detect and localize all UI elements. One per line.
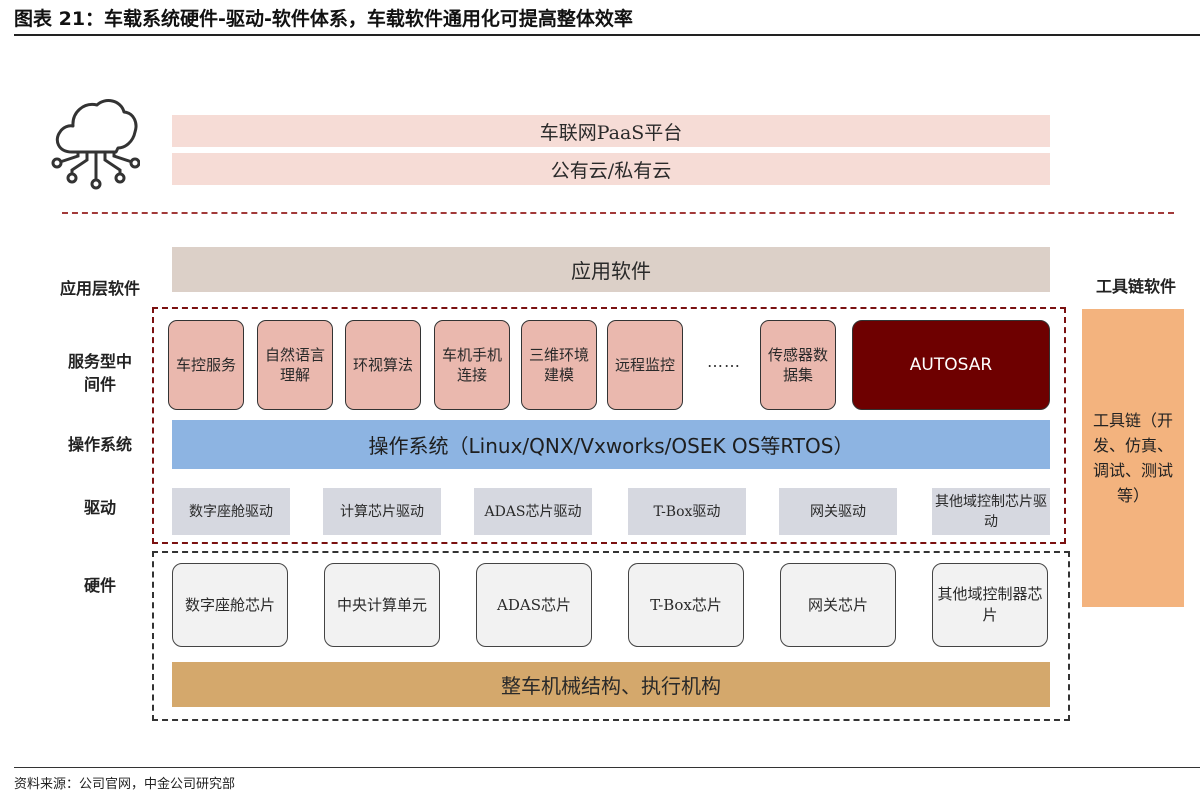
row-label-os: 操作系统	[67, 434, 132, 454]
middleware-phone-connect: 车机手机连接	[434, 320, 510, 410]
driver-compute-chip: 计算芯片驱动	[323, 488, 441, 535]
middleware-remote-monitor: 远程监控	[607, 320, 683, 410]
middleware-surround-view: 环视算法	[345, 320, 421, 410]
operating-system-bar: 操作系统（Linux/QNX/Vxworks/OSEK OS等RTOS）	[172, 420, 1050, 469]
footer-rule	[14, 767, 1200, 768]
row-label-driver: 驱动	[83, 497, 116, 517]
title-rule	[14, 34, 1200, 36]
driver-adas-chip: ADAS芯片驱动	[474, 488, 592, 535]
figure-title: 图表 21：车载系统硬件-驱动-软件体系，车载软件通用化可提高整体效率	[14, 8, 633, 30]
row-label-middleware: 服务型中间件	[67, 352, 132, 394]
driver-other-domain: 其他域控制芯片驱动	[932, 488, 1050, 535]
mechanical-actuator-bar: 整车机械结构、执行机构	[172, 662, 1050, 707]
hw-central-compute-unit: 中央计算单元	[324, 563, 440, 647]
row-label-app: 应用层软件	[59, 278, 140, 298]
hardware-frame	[152, 551, 1070, 721]
middleware-nlu: 自然语言理解	[257, 320, 333, 410]
software-driver-frame	[152, 307, 1066, 544]
hw-digital-cockpit-chip: 数字座舱芯片	[172, 563, 288, 647]
toolchain-header: 工具链软件	[1095, 277, 1176, 296]
autosar-box: AUTOSAR	[852, 320, 1050, 410]
hw-other-domain-chip: 其他域控制器芯片	[932, 563, 1048, 647]
toolchain-box: 工具链（开发、仿真、调试、测试等）	[1082, 309, 1184, 607]
driver-tbox: T-Box驱动	[628, 488, 746, 535]
cloud-vehicle-separator	[62, 212, 1174, 214]
driver-gateway: 网关驱动	[779, 488, 897, 535]
cloud-network-icon	[51, 99, 140, 190]
row-label-hardware: 硬件	[83, 575, 116, 595]
application-software-bar: 应用软件	[172, 247, 1050, 292]
paas-platform-bar: 车联网PaaS平台	[172, 115, 1050, 147]
middleware-3d-modeling: 三维环境建模	[521, 320, 597, 410]
public-private-cloud-bar: 公有云/私有云	[172, 153, 1050, 185]
driver-digital-cockpit: 数字座舱驱动	[172, 488, 290, 535]
hw-gateway-chip: 网关芯片	[780, 563, 896, 647]
middleware-sensor-data: 传感器数据集	[760, 320, 836, 410]
source-note: 资料来源：公司官网，中金公司研究部	[14, 777, 236, 792]
middleware-ellipsis: ……	[707, 351, 741, 371]
hw-tbox-chip: T-Box芯片	[628, 563, 744, 647]
middleware-vehicle-control: 车控服务	[168, 320, 244, 410]
hw-adas-chip: ADAS芯片	[476, 563, 592, 647]
